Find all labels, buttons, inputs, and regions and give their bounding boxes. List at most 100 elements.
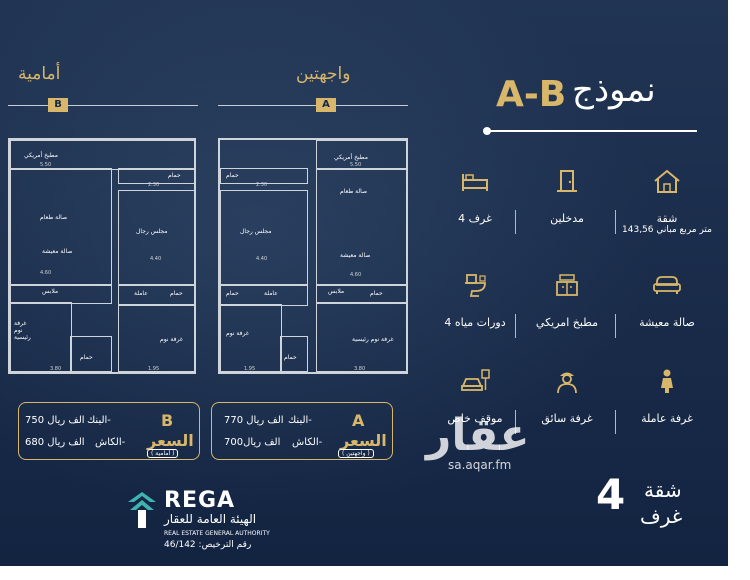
dimension: 3.80 — [50, 366, 62, 372]
title-underline — [487, 130, 697, 132]
room-label: عاملة — [134, 290, 148, 297]
plan-b-label: أمامية — [18, 64, 61, 84]
logo-text: REGA — [164, 488, 236, 513]
room-label: مطبخ أمريكي — [334, 154, 368, 161]
room-clothes-a — [316, 284, 408, 304]
room-bedroom-a — [220, 304, 282, 372]
rooms-count: 4 — [596, 470, 626, 519]
feature-maid-room: غرفة عاملة — [612, 368, 722, 425]
flat-word: شقة — [644, 478, 682, 502]
price-note: ( أمامية ) — [147, 449, 179, 458]
room-bath-a1 — [220, 168, 308, 184]
room-label: حمام — [226, 172, 239, 179]
feature-label: غرفة عاملة — [641, 412, 693, 425]
dimension: 3.80 — [354, 366, 366, 372]
model-code: A-B — [496, 74, 567, 115]
dimension: 4.60 — [350, 272, 362, 278]
room-dining-b — [10, 168, 112, 286]
feature-apartment: شقة 143,56 متر مربع مباني — [612, 168, 722, 235]
parking-icon — [461, 369, 490, 391]
dimension: 4.60 — [40, 270, 52, 276]
room-master-a — [316, 302, 408, 372]
room-label: غرفة نوم رئيسية — [352, 336, 394, 343]
separator — [515, 410, 516, 434]
room-kitchen-a — [316, 140, 408, 170]
rooms-word: غرف — [640, 504, 683, 528]
feature-label: صالة معيشة — [639, 316, 695, 329]
bed-icon — [462, 174, 488, 191]
toilet-icon — [465, 274, 486, 297]
feature-entrances: مدخلين — [512, 168, 622, 225]
feature-living: صالة معيشة — [612, 272, 722, 329]
feature-sub: 143,56 متر مربع مباني — [622, 225, 712, 235]
kitchen-icon — [556, 274, 578, 296]
room-label: صالة معيشة — [340, 252, 371, 259]
room-majlis-a — [220, 190, 308, 286]
room-master-b — [10, 302, 72, 372]
room-maid-b — [118, 284, 196, 306]
feature-label: شقة — [656, 212, 678, 225]
room-bath-b1 — [118, 168, 196, 184]
feature-label: 4 غرف — [458, 212, 492, 225]
price-cash-value: 680 الف ريال — [25, 437, 85, 448]
dimension: 2.30 — [256, 182, 268, 188]
floor-plan-a: مطبخ أمريكي صالة طعام صالة معيشة حمام مج… — [218, 138, 408, 374]
room-label: حمام — [170, 290, 183, 297]
feature-rooms: 4 غرف — [420, 168, 530, 225]
feature-label: 4 دورات مياه — [444, 316, 506, 329]
room-kitchen-b — [10, 140, 196, 170]
separator — [515, 314, 516, 338]
title-dot — [483, 127, 491, 135]
room-label: صالة معيشة — [42, 248, 73, 255]
room-label: غرفة نوم رئيسية — [14, 320, 31, 341]
authority-en: REAL ESTATE GENERAL AUTHORITY — [164, 530, 270, 537]
maid-icon — [661, 369, 673, 393]
room-label: حمام — [226, 290, 239, 297]
dimension: 5.50 — [350, 162, 362, 168]
license-number: رقم الترخيص: 46/142 — [164, 540, 252, 550]
dimension: 2.30 — [148, 182, 160, 188]
feature-parking: موقف خاص — [420, 368, 530, 425]
room-bath-a3 — [280, 336, 308, 372]
room-label: مطبخ أمريكي — [24, 152, 58, 159]
dimension: 1.95 — [244, 366, 256, 372]
room-majlis-b — [118, 190, 196, 286]
room-label: غرفة نوم — [226, 330, 249, 337]
price-bank-label: البنك- — [288, 415, 312, 426]
room-maid-a — [220, 284, 308, 306]
room-label: حمام — [80, 354, 93, 361]
plan-a-badge: A — [316, 98, 336, 112]
room-bath-b3 — [70, 336, 112, 372]
house-icon — [654, 169, 680, 193]
price-note: ( واجهتين ) — [338, 449, 374, 458]
background-photo — [0, 0, 728, 566]
plan-a-label: واجهتين — [296, 64, 351, 84]
feature-driver-room: غرفة سائق — [512, 368, 622, 425]
rega-logo-icon — [128, 492, 156, 528]
dimension: 1.95 — [148, 366, 160, 372]
floor-plan-b: مطبخ أمريكي صالة طعام صالة معيشة حمام مج… — [8, 138, 196, 374]
flyer: نموذج A-B أمامية B واجهتين A مطبخ أمريكي… — [0, 0, 728, 566]
room-bedroom-b — [118, 304, 196, 372]
separator — [615, 210, 616, 234]
feature-label: غرفة سائق — [541, 412, 593, 425]
watermark-logo: عقار — [426, 410, 530, 461]
room-label: حمام — [168, 172, 181, 179]
room-label: مجلس رجال — [240, 228, 272, 235]
price-bank-value: 770 الف ريال — [224, 415, 284, 426]
room-label: حمام — [370, 290, 383, 297]
driver-icon — [557, 372, 577, 394]
price-cash-label: الكاش- — [95, 437, 126, 448]
plan-b-badge: B — [48, 98, 68, 112]
room-clothes-b — [10, 284, 112, 304]
price-box-a: A السعر ( واجهتين ) البنك- 770 الف ريال … — [211, 402, 393, 460]
feature-bathrooms: 4 دورات مياه — [420, 272, 530, 329]
price-cash-label: الكاش- — [292, 437, 323, 448]
room-label: صالة طعام — [340, 188, 368, 195]
watermark-url: sa.aqar.fm — [448, 458, 512, 472]
room-label: صالة طعام — [40, 214, 68, 221]
price-box-b: B السعر ( أمامية ) البنك- 750 الف ريال ا… — [18, 402, 200, 460]
room-label: مجلس رجال — [136, 228, 168, 235]
feature-label: مدخلين — [550, 212, 584, 225]
dimension: 4.40 — [150, 256, 162, 262]
